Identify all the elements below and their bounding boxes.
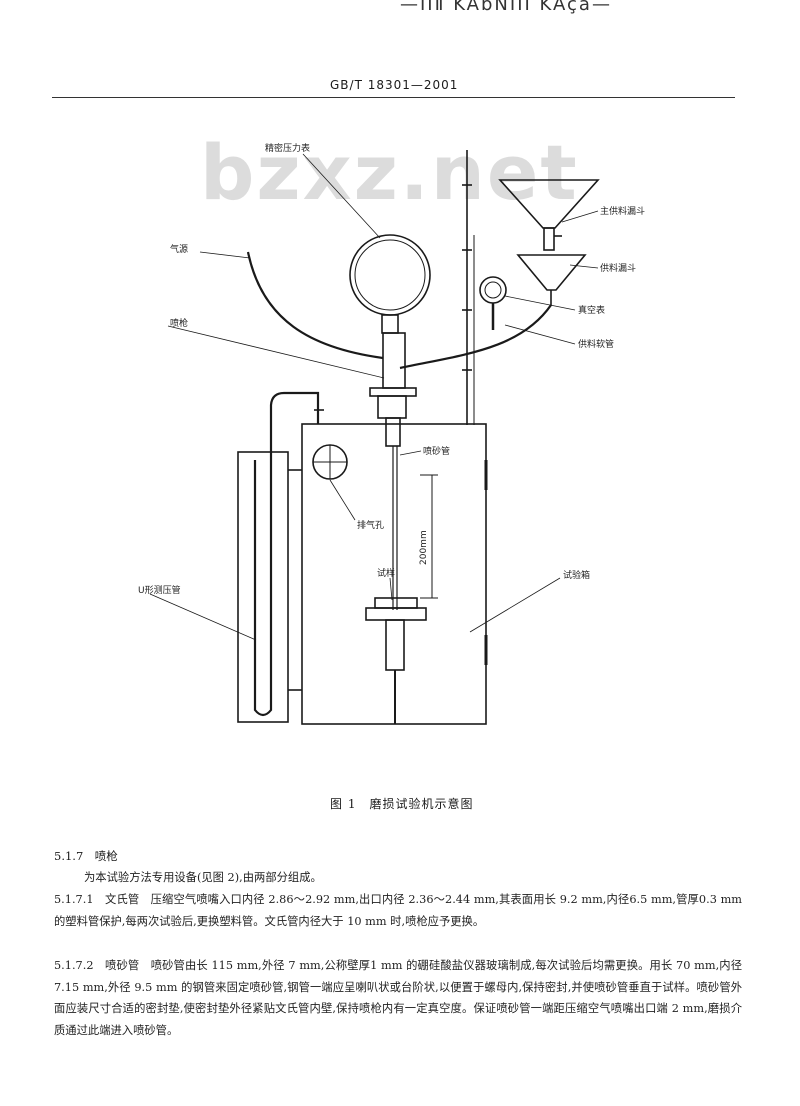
paragraph-intro: 为本试验方法专用设备(见图 2),由两部分组成。 <box>84 871 322 884</box>
secondary-hopper <box>516 254 587 291</box>
label-specimen: 试样 <box>377 567 395 579</box>
label-spray-gun: 喷枪 <box>170 317 188 329</box>
header-rule <box>52 97 735 98</box>
section-title: 5.1.7 喷枪 <box>54 849 118 863</box>
main-hopper-valve <box>543 227 555 251</box>
main-hopper <box>498 179 600 229</box>
label-test-box: 试验箱 <box>563 569 590 581</box>
test-machine-diagram: 精密压力表 气源 喷枪 主供料漏斗 供料漏斗 真空表 供料软管 喷砂管 排气孔 … <box>138 142 645 725</box>
pressure-gauge <box>349 234 431 316</box>
paragraph-venturi: 5.1.7.1 文氏管 压缩空气喷嘴入口内径 2.86～2.92 mm,出口内径… <box>54 893 742 928</box>
label-vacuum-gauge: 真空表 <box>578 304 605 316</box>
label-secondary-hopper: 供料漏斗 <box>600 262 636 274</box>
label-feed-pipe: 供料软管 <box>578 338 614 350</box>
label-distance: 200mm <box>419 530 429 565</box>
page-top-mark: —ⅠⅠⅡ KAbNIIⅠ KAça— <box>400 0 612 15</box>
specimen <box>374 597 418 609</box>
label-u-manometer: U形测压管 <box>138 584 181 596</box>
paragraph-blast-tube: 5.1.7.2 喷砂管 喷砂管由长 115 mm,外径 7 mm,公称壁厚1 m… <box>54 959 742 1037</box>
watermark: bzxz.net <box>200 128 579 217</box>
figure-caption: 图 1 磨损试验机示意图 <box>330 797 474 811</box>
label-air-pipe: 气源 <box>170 243 188 255</box>
vacuum-gauge <box>479 276 507 304</box>
air-pipe <box>246 251 384 360</box>
label-main-hopper: 主供料漏斗 <box>600 205 645 217</box>
label-pressure-gauge: 精密压力表 <box>265 142 310 154</box>
label-exhaust-hole: 排气孔 <box>357 519 384 531</box>
feed-pipe <box>399 304 552 370</box>
spray-gun-body <box>382 332 406 389</box>
u-manometer <box>237 451 289 723</box>
label-blast-tube: 喷砂管 <box>423 445 450 457</box>
standard-number: GB/T 18301—2001 <box>330 78 459 92</box>
